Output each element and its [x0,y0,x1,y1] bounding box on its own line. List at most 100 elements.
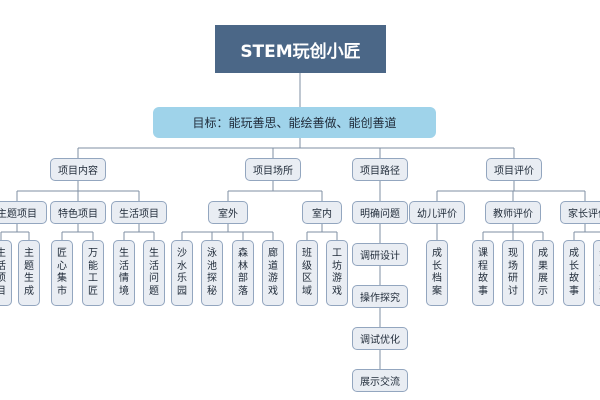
leaf-char: 戏 [332,285,342,297]
leaf-node[interactable]: 现场研讨 [502,240,524,306]
leaf-char: 活 [149,260,159,272]
leaf-char: 水 [177,260,187,272]
leaf-char: 事 [569,285,579,297]
leaf-char: 级 [302,260,312,272]
sub-parent-eval[interactable]: 家长评价 [560,201,600,224]
leaf-node[interactable]: 成长档案 [426,240,448,306]
leaf-char: 成 [538,248,548,259]
sub-special-project[interactable]: 特色项目 [50,201,106,224]
leaf-node[interactable]: 沙水乐园 [171,240,193,306]
leaf-char: 主 [24,248,34,259]
leaf-char: 心 [57,260,67,272]
leaf-char: 戏 [268,285,278,297]
sub-theme-project[interactable]: 主题项目 [0,201,47,224]
leaf-node[interactable]: 生活情境 [113,240,135,306]
leaf-char: 乐 [177,273,187,284]
leaf-char: 落 [238,285,248,297]
leaf-char: 匠 [88,285,98,297]
leaf-char: 现 [508,248,518,259]
leaf-char: 题 [24,260,34,272]
leaf-char: 池 [207,260,217,272]
leaf-char: 长 [569,260,579,272]
branch-venue[interactable]: 项目场所 [245,158,301,181]
leaf-char: 情 [119,273,129,284]
leaf-char: 目 [0,285,6,297]
leaf-char: 项 [0,273,6,284]
leaf-char: 部 [238,273,248,284]
leaf-node[interactable]: 泳池探秘 [201,240,223,306]
leaf-char: 市 [57,285,67,297]
leaf-char: 讨 [508,285,518,297]
leaf-node[interactable]: 匠心集市 [51,240,73,306]
leaf-node[interactable]: 万能工匠 [82,240,104,306]
sub-life-project[interactable]: 生活项目 [111,201,167,224]
leaf-char: 研 [508,273,518,284]
sub-outdoor[interactable]: 室外 [208,201,248,224]
leaf-char: 活 [119,260,129,272]
leaf-node[interactable]: 班级区域 [296,240,318,306]
leaf-char: 探 [207,273,217,284]
leaf-char: 匠 [57,248,67,259]
leaf-char: 域 [302,285,312,297]
leaf-char: 集 [57,273,67,284]
leaf-char: 泳 [207,248,217,259]
leaf-char: 工 [88,273,98,284]
path-step-explore[interactable]: 操作探究 [352,285,408,308]
leaf-node[interactable]: 成果展示 [532,240,554,306]
path-step-research[interactable]: 调研设计 [352,243,408,266]
leaf-char: 生 [149,248,159,259]
branch-evaluation[interactable]: 项目评价 [486,158,542,181]
leaf-char: 生 [0,248,6,259]
leaf-char: 道 [268,260,278,272]
path-step-define[interactable]: 明确问题 [352,201,408,224]
leaf-char: 成 [24,285,34,297]
leaf-char: 廊 [268,248,278,259]
sub-indoor[interactable]: 室内 [302,201,342,224]
leaf-char: 案 [432,285,442,297]
leaf-char: 课 [478,248,488,259]
leaf-char: 万 [88,248,98,259]
leaf-char: 游 [268,273,278,284]
leaf-char: 林 [238,260,248,272]
branch-path[interactable]: 项目路径 [352,158,408,181]
leaf-node[interactable]: 成长故事 [563,240,585,306]
leaf-char: 场 [508,260,518,272]
path-step-present[interactable]: 展示交流 [352,369,408,392]
leaf-char: 能 [88,260,98,272]
leaf-char: 园 [177,285,187,297]
leaf-node[interactable]: 亲子活动 [593,240,600,306]
leaf-char: 果 [538,260,548,272]
leaf-char: 区 [302,273,312,284]
leaf-char: 生 [119,248,129,259]
leaf-char: 境 [119,285,129,297]
leaf-char: 工 [332,248,342,259]
sub-child-eval[interactable]: 幼儿评价 [409,201,465,224]
leaf-char: 事 [478,285,488,297]
leaf-node[interactable]: 生活问题 [143,240,165,306]
leaf-char: 成 [569,248,579,259]
sub-teacher-eval[interactable]: 教师评价 [485,201,541,224]
leaf-node[interactable]: 生活项目 [0,240,12,306]
branch-content[interactable]: 项目内容 [50,158,106,181]
leaf-char: 活 [0,260,6,272]
leaf-char: 游 [332,273,342,284]
leaf-node[interactable]: 森林部落 [232,240,254,306]
leaf-node[interactable]: 工坊游戏 [326,240,348,306]
leaf-char: 题 [149,285,159,297]
root-node[interactable]: STEM玩创小匠 [215,25,386,73]
leaf-node[interactable]: 廊道游戏 [262,240,284,306]
leaf-char: 森 [238,248,248,259]
leaf-char: 展 [538,273,548,284]
leaf-char: 示 [538,285,548,297]
leaf-char: 故 [569,273,579,284]
leaf-char: 坊 [332,260,342,272]
path-step-optimize[interactable]: 调试优化 [352,327,408,350]
leaf-char: 档 [432,273,442,284]
goal-node[interactable]: 目标：能玩善思、能绘善做、能创善道 [153,107,436,138]
leaf-node[interactable]: 主题生成 [18,240,40,306]
leaf-char: 故 [478,273,488,284]
leaf-node[interactable]: 课程故事 [472,240,494,306]
leaf-char: 生 [24,273,34,284]
